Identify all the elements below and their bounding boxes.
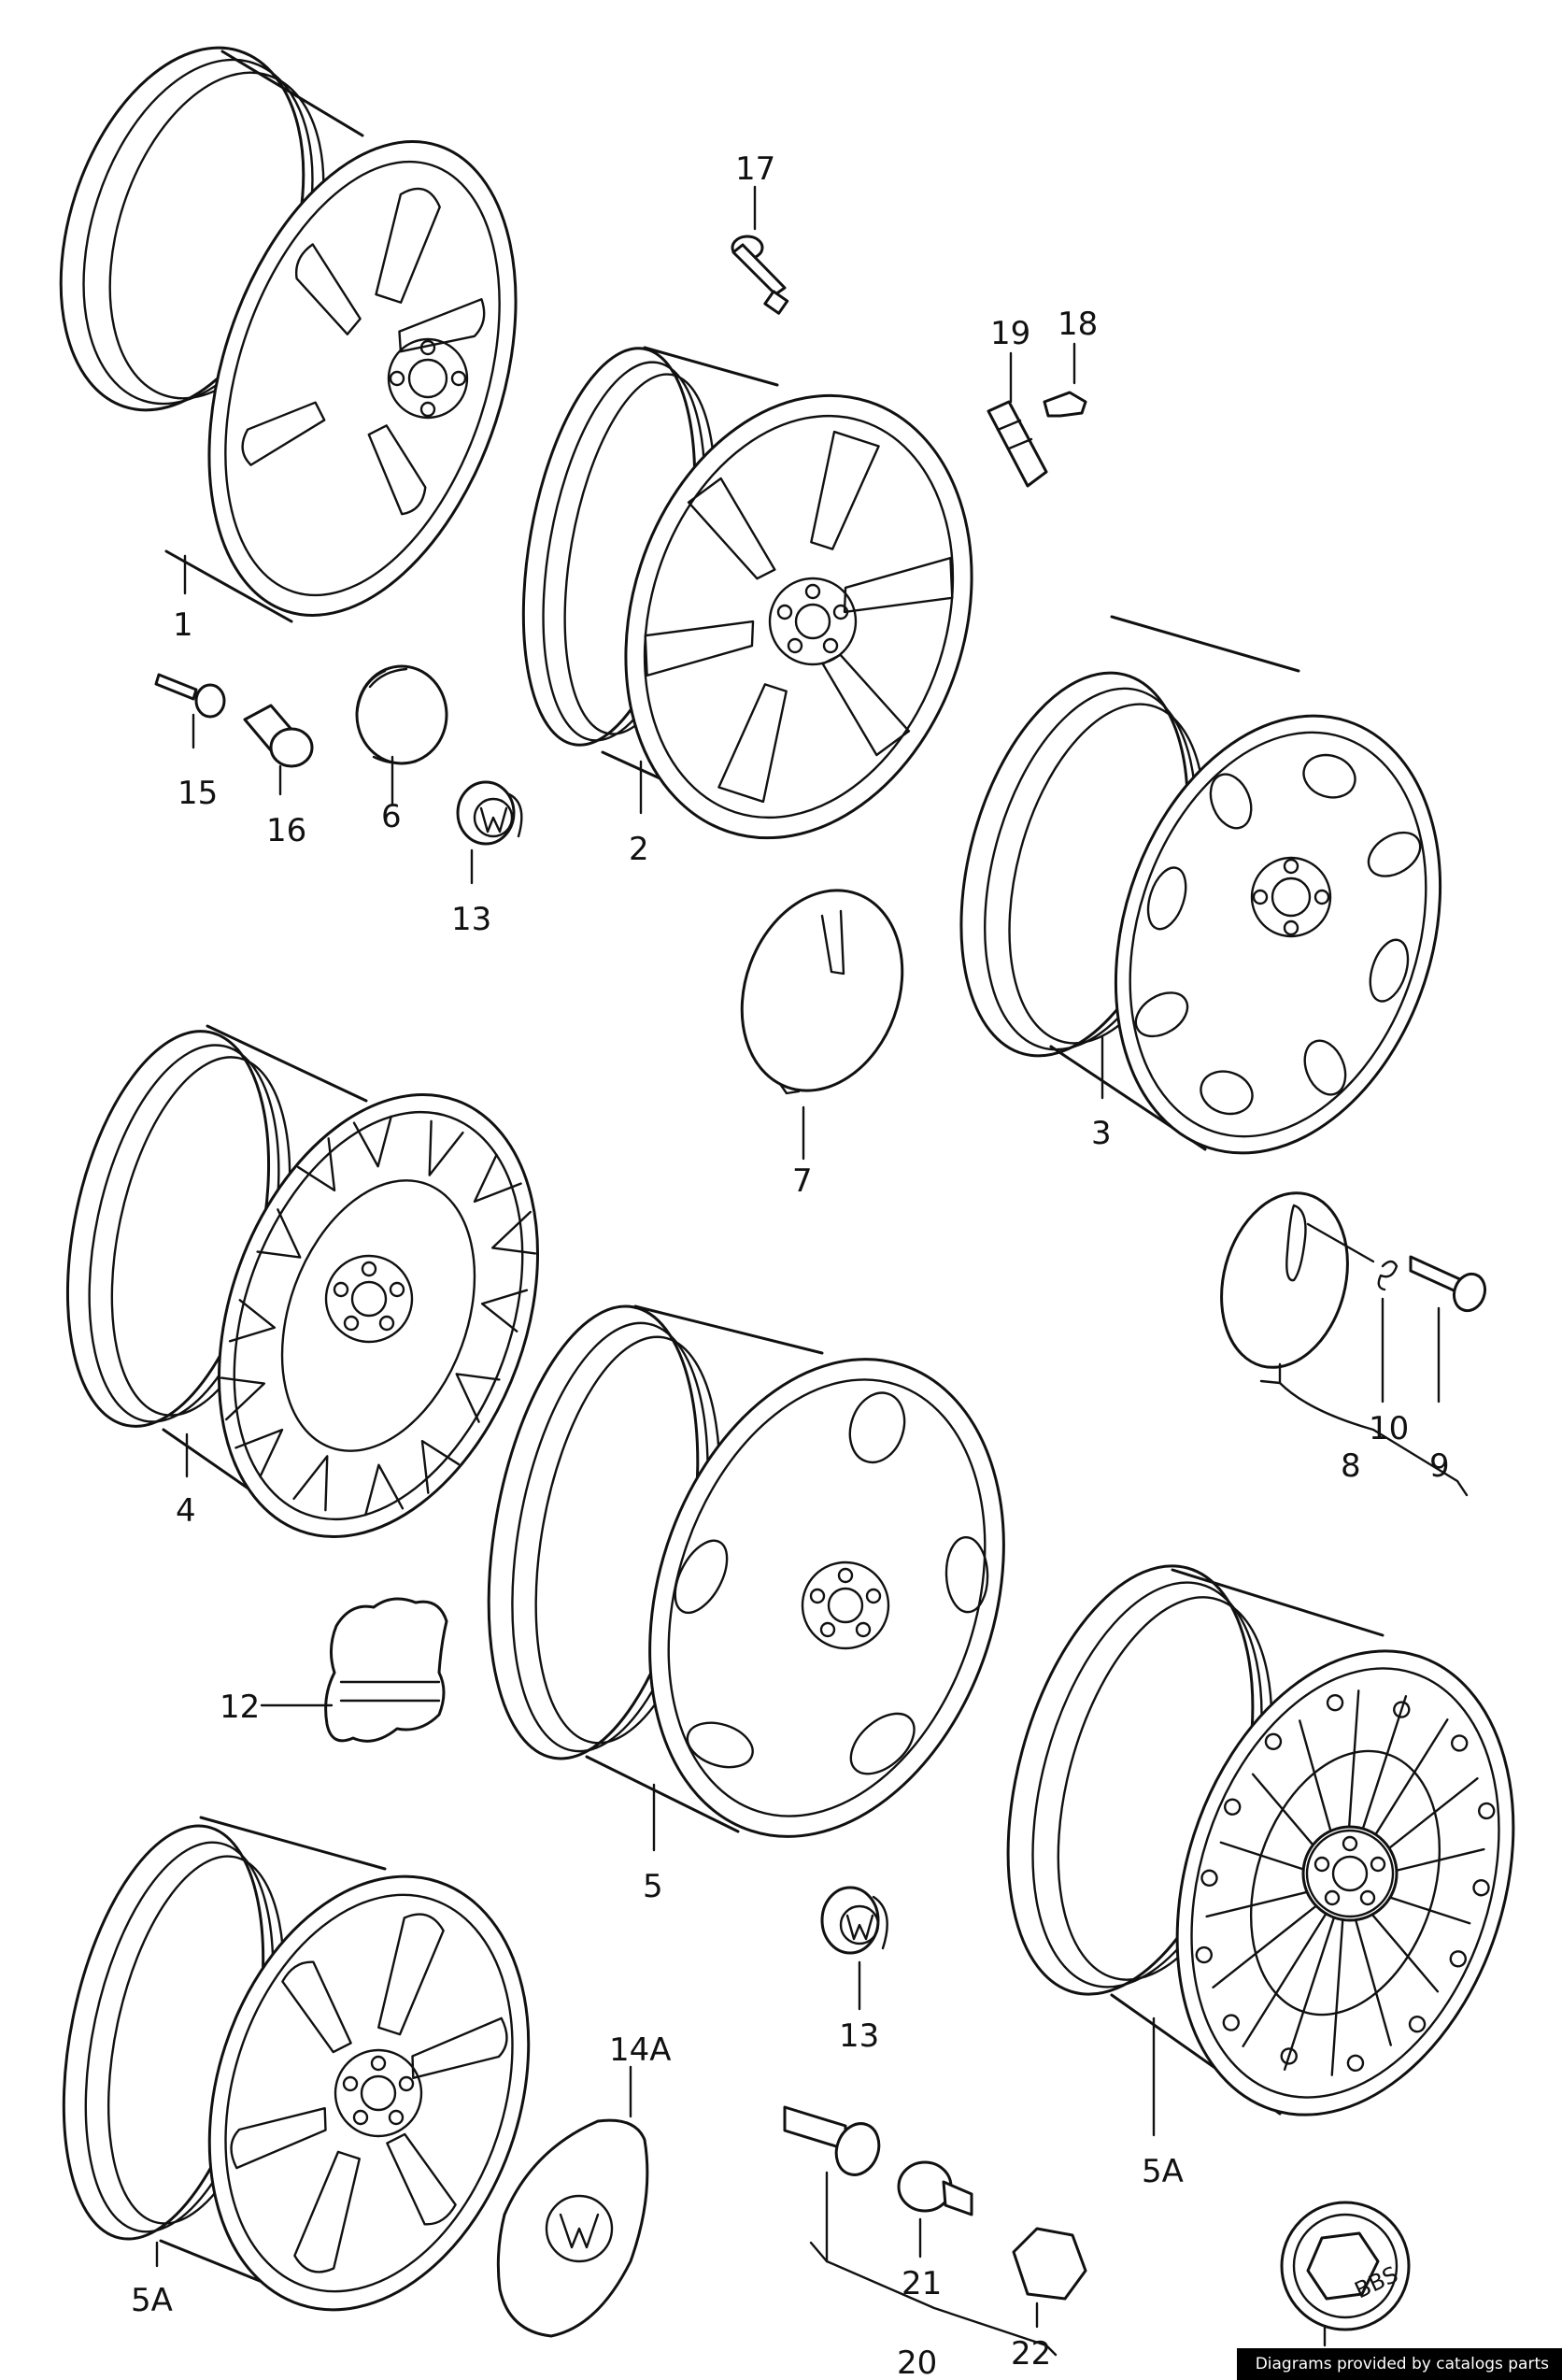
- wheel-2-six-spoke-rim: [521, 346, 973, 840]
- part-18-balance-clip: 18: [1043, 306, 1098, 418]
- part-8-center-cap: 7: [740, 889, 904, 1200]
- label-21: 21: [902, 2265, 942, 2302]
- label-11: 10: [1369, 1410, 1409, 1447]
- part-12-clip: 12: [220, 1597, 448, 1743]
- label-18: 18: [1058, 306, 1098, 343]
- wheel-6-bbs-mesh-rim: [1006, 1564, 1515, 2116]
- part-7-hub-cap: 6: [355, 664, 448, 835]
- part-20-lock-bolt-set: 21 20 22: [783, 2105, 1087, 2380]
- label-20: 20: [897, 2344, 937, 2380]
- label-16: 16: [266, 812, 306, 849]
- wheel-3-eight-hole-rim: [959, 615, 1442, 1155]
- label-1: 1: [173, 606, 193, 644]
- label-12: 12: [220, 1689, 260, 1726]
- label-19: 19: [990, 315, 1030, 352]
- label-2: 2: [629, 831, 649, 868]
- part-13-emblem-lower: 13: [820, 1886, 888, 2055]
- callout-5a: 5A: [131, 2241, 173, 2319]
- label-6: 5A: [1142, 2153, 1184, 2190]
- label-5: 5: [643, 1868, 663, 1905]
- label-17: 17: [735, 150, 775, 188]
- label-8: 7: [792, 1162, 813, 1200]
- part-13-emblem: 13: [451, 780, 523, 938]
- callout-4: 4: [176, 1432, 196, 1530]
- callout-6: 5A: [1142, 2017, 1184, 2190]
- label-5a: 5A: [131, 2282, 173, 2319]
- part-15-bolt: 15: [154, 673, 226, 812]
- label-13-top: 13: [451, 901, 491, 938]
- wheel-5-five-window-rim: [487, 1304, 1005, 1838]
- label-10: 9: [1429, 1447, 1450, 1485]
- callout-1: 1: [173, 554, 193, 644]
- part-17-valve-stem: 17: [731, 150, 789, 315]
- label-15: 15: [178, 775, 218, 812]
- callout-5: 5: [643, 1783, 663, 1905]
- part-14a-center-cap: 14A: [496, 2031, 672, 2338]
- callout-3: 3: [1091, 1035, 1112, 1152]
- label-7: 6: [381, 798, 402, 835]
- label-22: 22: [1011, 2335, 1051, 2373]
- part-9-cover-assembly: 10 9 8: [1220, 1191, 1487, 1497]
- label-4: 4: [176, 1492, 196, 1530]
- label-9: 8: [1341, 1447, 1361, 1485]
- callout-2: 2: [629, 760, 649, 868]
- part-bbs-emblem: BBS: [1280, 2201, 1411, 2347]
- part-19-balance-weight: 19: [987, 315, 1048, 488]
- wheel-4-mesh-rim: [65, 1024, 539, 1538]
- wheel-5a-six-spoke-rim: [62, 1816, 531, 2312]
- label-3: 3: [1091, 1115, 1112, 1152]
- credit-footer: Diagrams provided by catalogs parts: [1236, 2348, 1562, 2380]
- label-14a: 14A: [609, 2031, 672, 2069]
- wheel-1-five-spoke-rim: [59, 46, 518, 623]
- part-16-nut: 16: [243, 704, 314, 849]
- label-13-bottom: 13: [839, 2017, 879, 2055]
